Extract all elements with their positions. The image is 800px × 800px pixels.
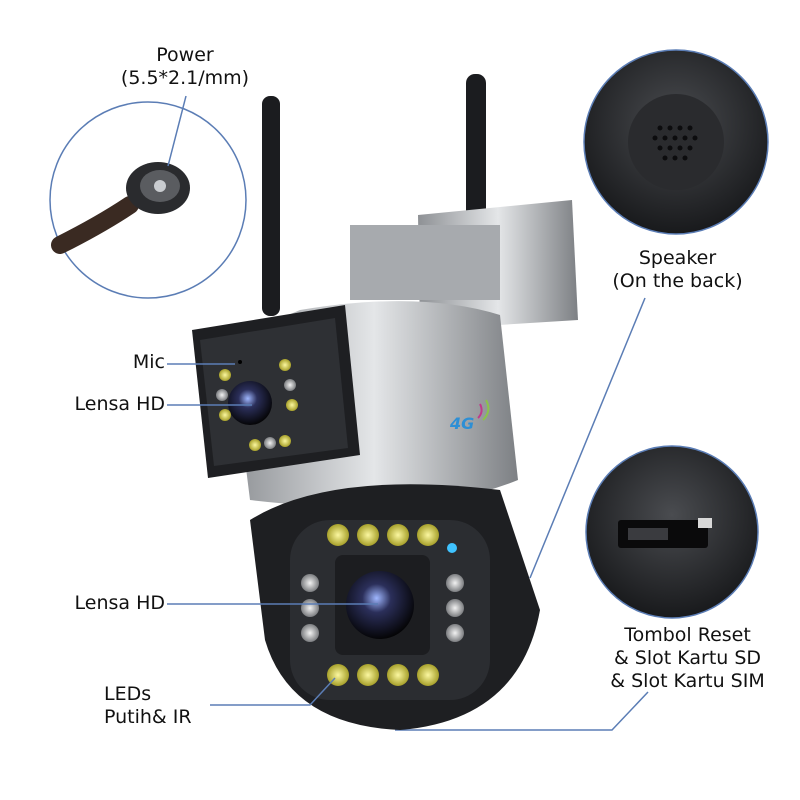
- power-callout-line: [167, 95, 187, 167]
- speaker-callout-line: [529, 297, 646, 579]
- signal-icon: [477, 403, 483, 419]
- reset-callout-line: [395, 691, 649, 731]
- leds-callout-line: [210, 677, 336, 706]
- speaker-inset: [583, 49, 769, 235]
- power-label: Power (5.5*2.1/mm): [120, 44, 250, 89]
- lower-ptz-dome: [250, 484, 540, 730]
- 4g-badge: 4G: [450, 414, 475, 433]
- reset-slot-inset: [585, 445, 759, 619]
- reset-slot-label: Tombol Reset & Slot Kartu SD & Slot Kart…: [610, 624, 765, 692]
- power-port-inset: [49, 101, 247, 299]
- speaker-label: Speaker (On the back): [612, 247, 743, 292]
- mic-label: Mic: [132, 351, 165, 373]
- leds-label: LEDs Putih& IR: [104, 683, 192, 728]
- top-camera-module: [192, 305, 360, 478]
- antenna-left: [262, 96, 280, 316]
- lens-top-label: Lensa HD: [74, 393, 165, 415]
- lens-bottom-label: Lensa HD: [74, 592, 165, 614]
